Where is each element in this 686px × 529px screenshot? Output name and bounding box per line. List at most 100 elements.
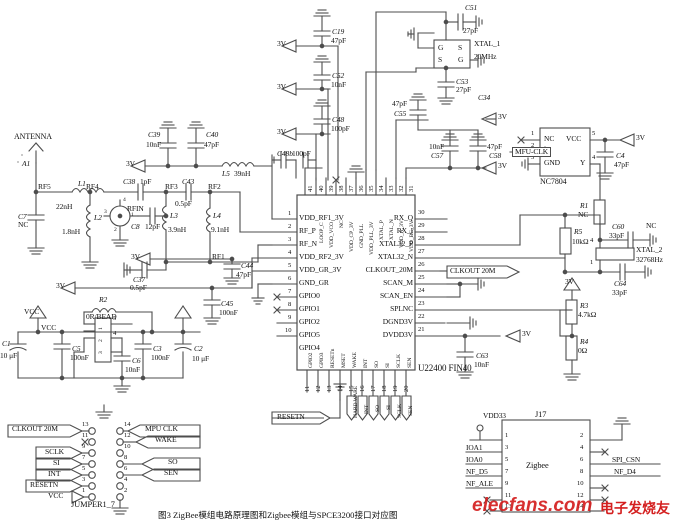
jumper-pin-6: 6 [124,465,128,472]
xtal2-pin-1: 1 [590,259,594,266]
ic-top-pin-31-num: 31 [408,185,415,192]
ic-right-pin-30-name: RX_Q [393,213,413,222]
reg-pin-1: 1 [98,327,104,330]
ic-bot-pin-20-name: SEN [407,357,413,368]
comp-c1-ref: C1 [2,339,11,348]
comp-c57-ref: C57 [431,151,444,160]
node-rf4: RF4 [86,182,99,191]
zigbee-net-ioa1: IOA1 [466,443,483,452]
rail-3v-dvdd: 3V [522,329,531,338]
ic-bot-pin-14-num: 14 [337,385,344,392]
ic-designator: U22400 FIN40 [418,363,472,373]
comp-c3-ref: C3 [153,344,162,353]
zigbee-pin-9: 9 [505,480,509,487]
comp-c6-ref: C6 [132,356,141,365]
rail-3v-r3: 3V [565,277,574,286]
xtal1-pin-g1: G [438,43,444,52]
comp-c51-val: 27pF [463,26,479,35]
rail-3v-nc7804: 3V [636,133,645,142]
buffer-pin-gnd: GND [544,158,560,167]
buffer-pin-vcc: VCC [566,134,582,143]
xtal2-pin-4: 4 [590,237,594,244]
jumper-net-sclk: SCLK [45,447,65,456]
ic-bot-pin-18-num: 18 [381,385,388,392]
ic-top-pin-34-name: XTAL_P [379,220,385,240]
jumper-pin-8: 8 [124,454,128,461]
ic-top-pin-40-name: LOOP_C [319,222,325,243]
ic-right-pin-23-num: 23 [418,300,425,307]
comp-c1-val: 10 μF [0,351,18,360]
jumper-pin-4: 4 [124,476,128,483]
reg-pin-2: 2 [98,339,104,342]
comp-c48-ref: C48 [332,115,345,124]
ic-right-pin-25-name: SCAN_M [383,278,413,287]
xtal2-ref: XTAL_2 [636,245,663,254]
comp-r2-val: 0R/BEAD [86,312,117,321]
comp-c55-val: 47pF [392,99,408,108]
ic-bot-pin-20-num: 20 [403,385,410,392]
ic-left-pin-1-name: VDD_RF1_3V [299,213,344,222]
comp-c38-ref: C38 [123,177,136,186]
comp-c44-val: 47pF [236,270,252,279]
jumper-net-wake: WAKE [155,435,177,444]
comp-l3-val: 3.9nH [168,225,187,234]
jumper-pin-2: 2 [124,487,128,494]
node-rf2: RF2 [208,182,221,191]
comp-c57-val: 10nF [429,142,445,151]
buffer-designator: NC7804 [540,177,567,186]
ic-right-pin-26-name: CLKOUT_20M [365,265,413,274]
ic-left-pin-8-num: 8 [288,301,292,308]
buffer-pin-nc: NC [544,134,555,143]
zigbee-pin-10: 10 [577,480,584,487]
ic-top-pin-38-num: 38 [338,185,345,192]
ic-top-pin-32-name: VDD_A_3V [399,220,405,248]
comp-c60-val: 33pF [609,231,625,240]
net-flag-int: INT [364,404,370,414]
jumper-net-vcc: VCC [48,491,64,500]
xtal1-pin-s1: S [458,43,463,52]
ic-right-pin-27-num: 27 [418,248,425,255]
jumper-pin-13: 13 [82,421,89,428]
power-vcc-label-node: VCC [41,323,57,332]
ic-left-pin-7-name: GPIO0 [299,291,320,300]
comp-r2-ref: R2 [99,295,108,304]
ic-right-pin-23-name: SPLNC [390,304,413,313]
ic-bot-pin-13-num: 13 [326,385,333,392]
jumper-net-so: SO [168,457,178,466]
ic-right-pin-21-name: DVDD3V [382,330,413,339]
rail-3v-c45: 3V [56,281,65,290]
buffer-pin-2-num: 2 [531,142,535,149]
comp-c8-ref: C8 [131,222,140,231]
buffer-pin-y: Y [580,158,586,167]
jumper-pin-7: 7 [82,454,86,461]
comp-l5-val: 39nH [234,169,251,178]
ic-left-pin-3-num: 3 [288,236,292,243]
comp-c55-ref: C55 [394,109,407,118]
comp-r1-val: NC [578,210,589,219]
rail-3v-c19: 3V [277,39,286,48]
ic-right-pin-22-name: DGND3V [382,317,413,326]
comp-r1-ref: R1 [580,201,589,210]
ic-left-pin-11-name: GPIO4 [299,343,320,352]
reg-pin-5: 5 [113,315,117,322]
comp-c6-val: 10nF [125,365,141,374]
xtal1-freq: 20MHz [474,52,497,61]
ic-bot-pin-17-name: SO [374,361,380,368]
xtal1-pin-g2: G [458,55,464,64]
ic-bot-pin-17-num: 17 [370,385,377,392]
jumper-pin-11: 11 [82,432,89,439]
ic-bot-pin-18-name: SI [385,363,391,368]
comp-c48b-ref: C48b [277,149,293,158]
ic-bot-pin-13-name: RESETn [330,348,336,368]
comp-c40-val: 47pF [204,140,220,149]
ic-left-pin-1-num: 1 [288,210,292,217]
comp-c5-ref: C5 [72,344,81,353]
rail-3v-rf: 3V [126,159,135,168]
ic-top-pin-31-name: VDD_BG_3V [409,220,415,252]
jumper-pin-9: 9 [82,443,86,450]
buffer-pin-4-num: 4 [592,154,596,161]
ic-top-pin-33-num: 33 [388,185,395,192]
comp-l3-ref: L3 [170,211,178,220]
